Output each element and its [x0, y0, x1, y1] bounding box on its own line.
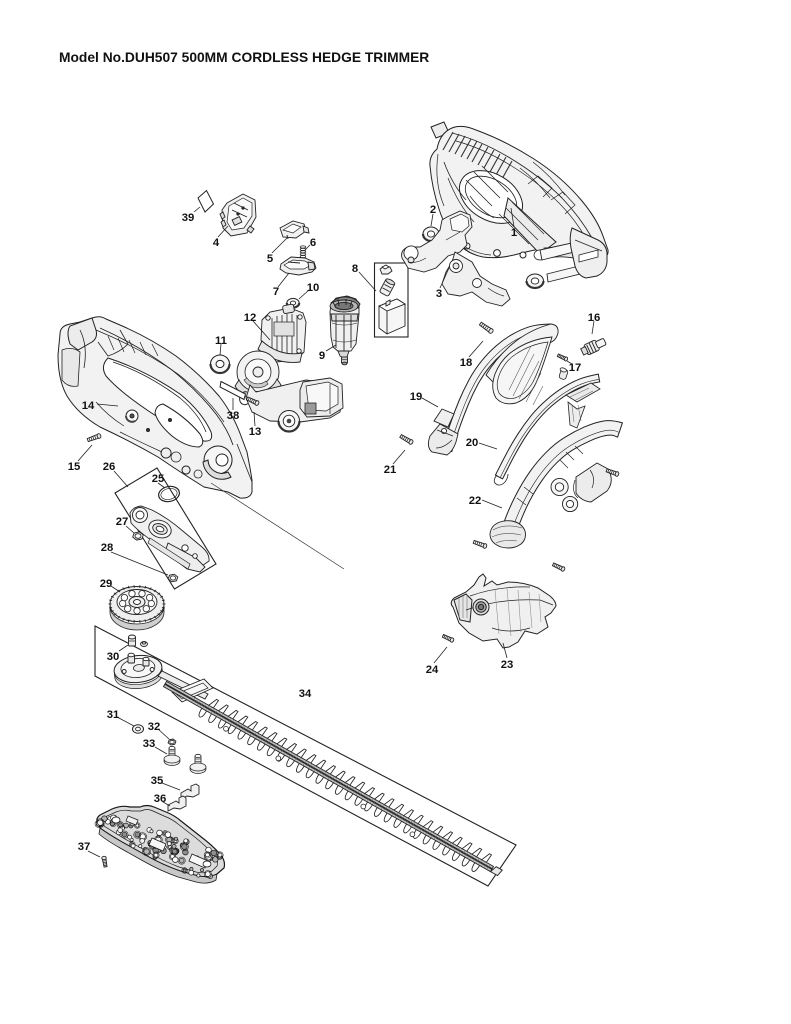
svg-text:3: 3 [436, 288, 442, 300]
svg-text:12: 12 [244, 312, 257, 324]
svg-text:21: 21 [384, 464, 397, 476]
svg-text:19: 19 [410, 391, 423, 403]
svg-text:18: 18 [460, 357, 473, 369]
svg-text:13: 13 [249, 426, 262, 438]
svg-text:22: 22 [469, 495, 482, 507]
svg-text:11: 11 [215, 335, 227, 347]
svg-text:27: 27 [116, 516, 129, 528]
svg-text:36: 36 [154, 793, 167, 805]
svg-text:24: 24 [426, 664, 439, 676]
svg-text:16: 16 [588, 312, 601, 324]
svg-text:35: 35 [151, 775, 164, 787]
svg-text:39: 39 [182, 212, 195, 224]
svg-text:31: 31 [107, 709, 120, 721]
svg-text:5: 5 [267, 253, 273, 265]
svg-text:30: 30 [107, 651, 120, 663]
svg-text:15: 15 [68, 461, 81, 473]
svg-text:20: 20 [466, 437, 479, 449]
svg-text:32: 32 [148, 721, 161, 733]
svg-text:25: 25 [152, 473, 165, 485]
svg-text:29: 29 [100, 578, 113, 590]
svg-text:2: 2 [430, 204, 436, 216]
svg-text:9: 9 [319, 350, 325, 362]
svg-text:33: 33 [143, 738, 156, 750]
svg-text:37: 37 [78, 841, 91, 853]
svg-text:17: 17 [569, 362, 582, 374]
svg-text:38: 38 [227, 410, 240, 422]
svg-text:26: 26 [103, 461, 116, 473]
svg-text:1: 1 [511, 227, 517, 239]
svg-text:10: 10 [307, 282, 320, 294]
svg-text:23: 23 [501, 659, 514, 671]
svg-text:4: 4 [213, 237, 220, 249]
svg-text:34: 34 [299, 688, 312, 700]
svg-text:7: 7 [273, 286, 279, 298]
svg-text:8: 8 [352, 263, 358, 275]
svg-text:28: 28 [101, 542, 114, 554]
svg-text:6: 6 [310, 237, 316, 249]
svg-text:14: 14 [82, 400, 95, 412]
